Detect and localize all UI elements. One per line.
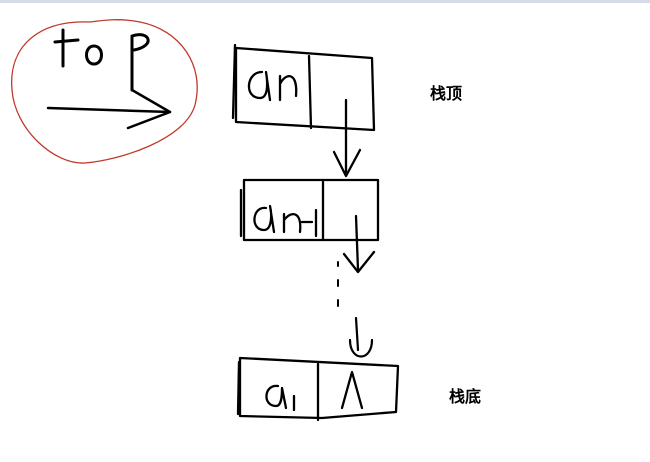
pointer-circle: [11, 19, 198, 164]
top-pointer-text: [53, 28, 150, 92]
node-a1: [236, 356, 400, 422]
arrow-into-bottom: [348, 316, 374, 358]
top-pointer-arrow: [46, 88, 172, 130]
node-an: [231, 43, 376, 178]
node-an-1: [239, 178, 380, 274]
stack-top-label: 栈顶: [430, 84, 463, 103]
window-top-strip: [0, 0, 650, 3]
stack-bottom-label: 栈底: [449, 387, 482, 406]
